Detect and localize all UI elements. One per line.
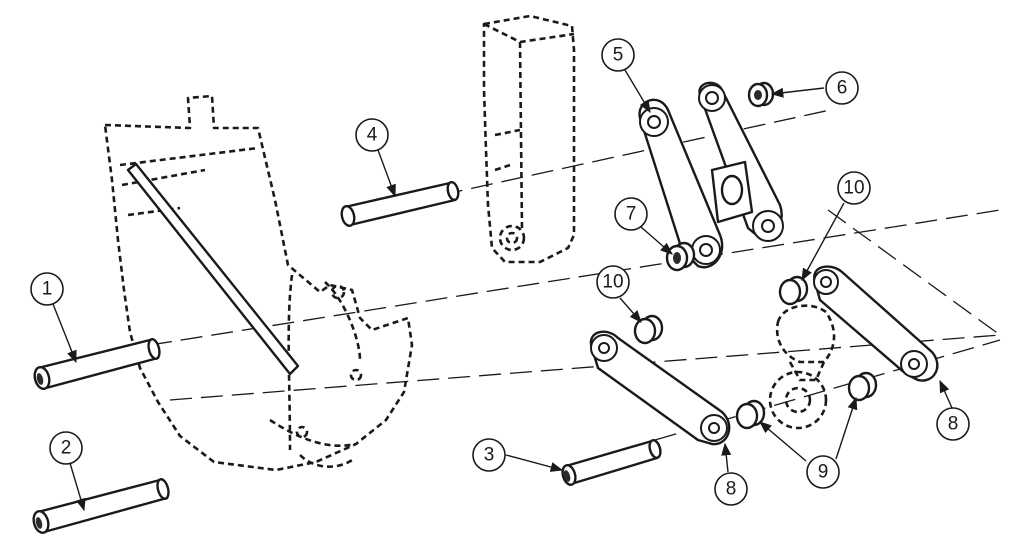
callout-8-right: 8 xyxy=(936,407,970,441)
pin-4 xyxy=(340,180,460,228)
bushing-9-left xyxy=(735,399,766,430)
leader-lines xyxy=(52,69,953,512)
callout-4-label: 4 xyxy=(367,125,378,146)
cylinder-rod-end-outline xyxy=(768,304,836,430)
callout-7-label: 7 xyxy=(626,204,637,225)
callout-10-right-label: 10 xyxy=(843,178,864,199)
link-8-right xyxy=(813,265,939,382)
link-assembly-5 xyxy=(638,81,784,269)
bushing-6 xyxy=(747,81,775,108)
callout-3: 3 xyxy=(472,438,506,472)
callout-8-right-label: 8 xyxy=(948,414,959,435)
callout-6-label: 6 xyxy=(837,78,848,99)
callout-1-label: 1 xyxy=(42,279,53,300)
callout-2-label: 2 xyxy=(61,438,72,459)
callout-10-left: 10 xyxy=(596,265,630,299)
callout-7: 7 xyxy=(614,197,648,231)
callout-10-right: 10 xyxy=(837,171,871,205)
pin-2 xyxy=(32,478,170,534)
bushing-7 xyxy=(665,241,696,272)
dipper-arm-outline xyxy=(482,14,576,264)
callout-6: 6 xyxy=(825,71,859,105)
callout-5-label: 5 xyxy=(613,45,624,66)
pin-3 xyxy=(561,439,662,486)
callout-8-left-label: 8 xyxy=(726,479,737,500)
bucket-outline xyxy=(103,94,414,472)
callout-10-left-label: 10 xyxy=(602,272,623,293)
callout-9-label: 9 xyxy=(818,462,829,483)
callout-9: 9 xyxy=(806,455,840,489)
pin-1 xyxy=(33,338,161,391)
callout-4: 4 xyxy=(355,118,389,152)
callout-1: 1 xyxy=(30,272,64,306)
bushing-10-right xyxy=(778,275,809,306)
bushing-10-left xyxy=(633,314,664,345)
link-8-left xyxy=(589,330,731,446)
bushing-9-right xyxy=(847,371,878,402)
callout-3-label: 3 xyxy=(484,445,495,466)
bucket-cross-rod xyxy=(126,162,300,376)
callout-5: 5 xyxy=(601,38,635,72)
callout-2: 2 xyxy=(49,431,83,465)
callout-8-left: 8 xyxy=(714,472,748,506)
